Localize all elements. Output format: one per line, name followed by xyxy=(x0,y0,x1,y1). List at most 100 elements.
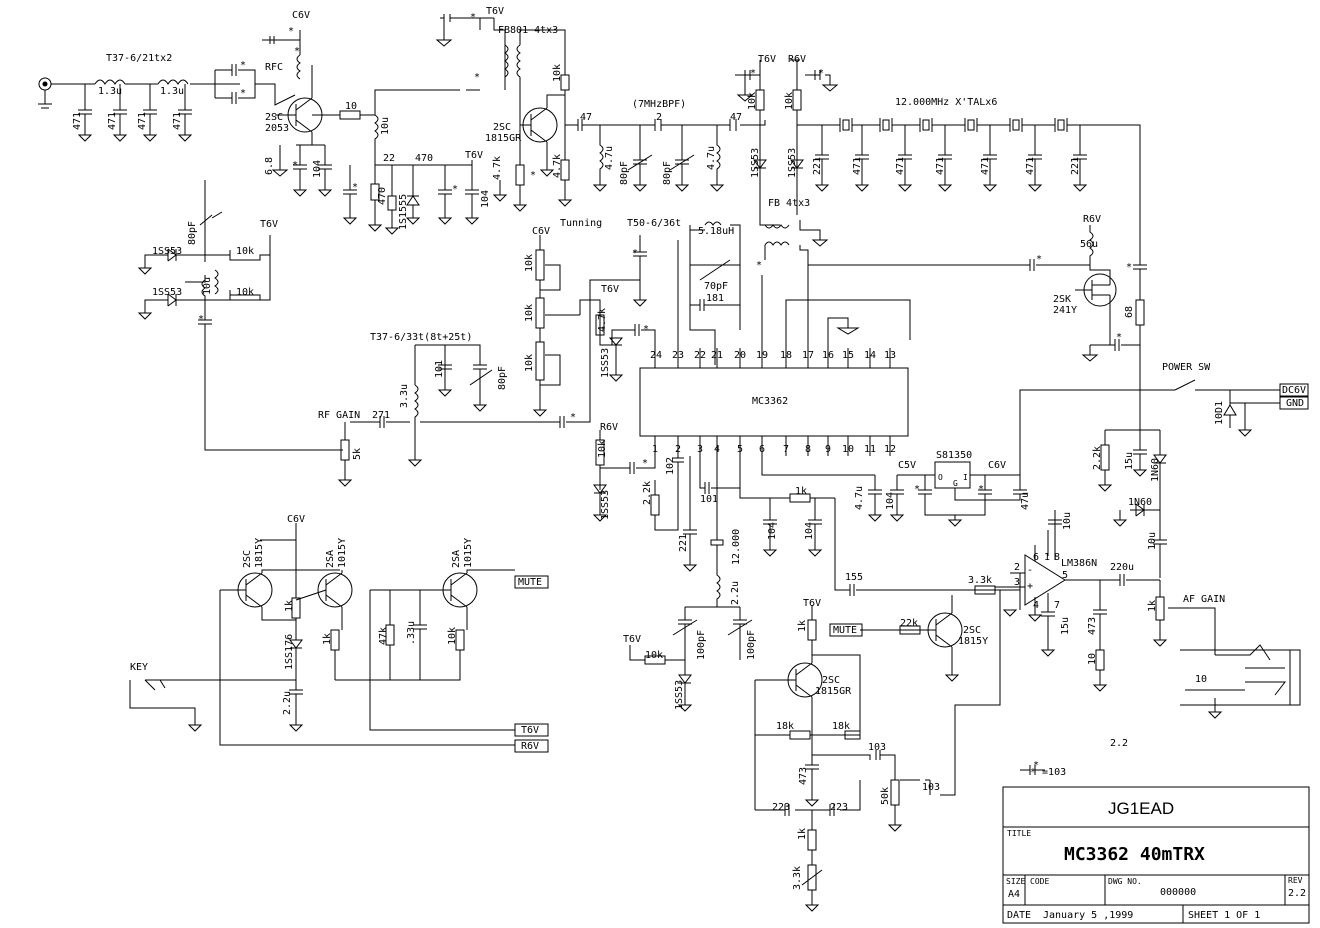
lbl-c4-7u: 4.7u xyxy=(854,486,865,510)
lbl-r1k-f: 1k xyxy=(322,633,333,645)
lm-pin-6: 6 xyxy=(1033,552,1039,563)
lbl-c47u: 47u xyxy=(1020,492,1031,510)
lbl-r6v-out: R6V xyxy=(521,741,539,752)
size-value: A4 xyxy=(1008,889,1020,900)
lbl-d1ss53-f: 1SS53 xyxy=(600,490,611,520)
lbl-r5k: 5k xyxy=(352,448,363,460)
lbl-q2: 2SC xyxy=(493,122,511,133)
lbl-r6v-ic: R6V xyxy=(600,422,618,433)
lbl-c80-d: 80pF xyxy=(497,366,508,390)
lbl-t6v-beep: T6V xyxy=(803,598,821,609)
lbl-r4-7k-b: 4.7k xyxy=(552,154,563,178)
lbl-r10k-e: 10k xyxy=(236,287,254,298)
lbl-q5: 2SC xyxy=(242,550,253,568)
mute-a-label: MUTE xyxy=(829,623,863,637)
lm-plus: + xyxy=(1027,581,1033,592)
lbl-q6b: 1015Y xyxy=(337,538,348,568)
company-name: JG1EAD xyxy=(1108,799,1174,818)
lbl-d1ss53-g: 1SS53 xyxy=(674,680,685,710)
lbl-r1k-e: 1k xyxy=(284,600,295,612)
lbl-r1k-b: 1k xyxy=(1147,600,1158,612)
lbl-r470-a: 470 xyxy=(415,153,433,164)
lbl-ind-4-7-b: 4.7u xyxy=(706,146,717,170)
lbl-tunning: Tunning xyxy=(560,218,602,229)
pin-15: 15 xyxy=(842,350,854,361)
lbl-mute-a: MUTE xyxy=(833,625,857,636)
lbl-t6v-vfo: T6V xyxy=(623,634,641,645)
lbl-c47-a: 47 xyxy=(580,112,592,123)
lm-minus: - xyxy=(1027,565,1033,576)
lbl-ind-b: 1.3u xyxy=(160,86,184,97)
lbl-fet-b: 241Y xyxy=(1053,305,1077,316)
lbl-power-sw: POWER SW xyxy=(1162,362,1211,373)
lbl-key: KEY xyxy=(130,662,148,673)
sheet-value: SHEET 1 OF 1 xyxy=(1188,910,1260,921)
lbl-c181: 181 xyxy=(706,293,724,304)
code-label: CODE xyxy=(1030,877,1049,886)
lbl-c15u-b: 15u xyxy=(1060,617,1071,635)
lm-pin-8: 8 xyxy=(1054,552,1060,563)
lbl-c221-a: 221 xyxy=(812,157,823,175)
lbl-ind-10u: 10u xyxy=(380,117,391,135)
lbl-r4-7k-a: 4.7k xyxy=(492,156,503,180)
lbl-r10k-b: 10k xyxy=(747,92,758,110)
pin-5: 5 xyxy=(737,444,743,455)
star: * xyxy=(294,46,300,57)
pin-1: 1 xyxy=(652,444,658,455)
dwg-label: DWG NO. xyxy=(1108,877,1142,886)
star: * xyxy=(1126,262,1132,273)
lbl-c473-b: 473 xyxy=(798,767,809,785)
lbl-fb801: FB801 4tx3 xyxy=(498,25,558,36)
pin-13: 13 xyxy=(884,350,896,361)
lbl-s81350: S81350 xyxy=(936,450,972,461)
lbl-r2-2k-a: 2.2k xyxy=(642,481,653,505)
lm-pin-7: 7 xyxy=(1054,600,1060,611)
reg-pin-o: O xyxy=(938,473,943,482)
lbl-c47-b: 47 xyxy=(730,112,742,123)
pin-22: 22 xyxy=(694,350,706,361)
lbl-c471-3: 471 xyxy=(137,112,148,130)
lbl-c2-2u: 2.2u xyxy=(282,691,293,715)
lbl-d1ss53-d: 1SS53 xyxy=(152,287,182,298)
lbl-c102: 102 xyxy=(665,457,676,475)
lbl-rev-mark: 2.2 xyxy=(1110,738,1128,749)
lbl-t37-rf: T37-6/33t(8t+25t) xyxy=(370,332,472,343)
lbl-c221-c: 221 xyxy=(678,534,689,552)
lbl-c103-b: 103 xyxy=(922,782,940,793)
lbl-c271: 271 xyxy=(372,410,390,421)
lbl-q6: 2SA xyxy=(325,550,336,568)
lbl-ind-a: 1.3u xyxy=(98,86,122,97)
lbl-c104-c: 104 xyxy=(767,522,778,540)
pin-20: 20 xyxy=(734,350,746,361)
lbl-r470-b: 470 xyxy=(377,187,388,205)
lbl-c6v-top: C6V xyxy=(292,10,310,21)
lbl-q2b: 1815GR xyxy=(485,133,522,144)
date-label: DATE xyxy=(1007,910,1031,921)
lbl-c103-a: 103 xyxy=(868,742,886,753)
lbl-r3-3k-b: 3.3k xyxy=(792,866,803,890)
lbl-c80-c: 80pF xyxy=(187,221,198,245)
lbl-c33u: .33u xyxy=(406,621,417,645)
lbl-d1ss53-b: 1SS53 xyxy=(787,148,798,178)
pin-19: 19 xyxy=(756,350,768,361)
mute-b-label: MUTE xyxy=(518,577,542,588)
ic-pin-numbers: 24 23 22 21 20 19 18 17 16 15 14 13 1 2 … xyxy=(650,350,1068,611)
star: * xyxy=(288,26,294,37)
pin-23: 23 xyxy=(672,350,684,361)
lbl-r10-c: 10 xyxy=(1195,674,1207,685)
star: * xyxy=(474,72,480,83)
star: * xyxy=(756,260,762,271)
lbl-c104-b: 104 xyxy=(480,190,491,208)
drawing-title: MC3362 40mTRX xyxy=(1064,844,1205,865)
lbl-ind-56u: 56u xyxy=(1080,239,1098,250)
pin-6: 6 xyxy=(759,444,765,455)
lbl-c104-d: 104 xyxy=(804,522,815,540)
lbl-c471-x4: 471 xyxy=(980,157,991,175)
lbl-r10k-i: 10k xyxy=(597,440,608,458)
lbl-c104-e: 104 xyxy=(885,492,896,510)
pin-16: 16 xyxy=(822,350,834,361)
lbl-c101-b: 101 xyxy=(700,494,718,505)
lbl-q7: 2SA xyxy=(451,550,462,568)
lbl-r10k-g: 10k xyxy=(524,304,535,322)
star: * xyxy=(632,248,638,259)
